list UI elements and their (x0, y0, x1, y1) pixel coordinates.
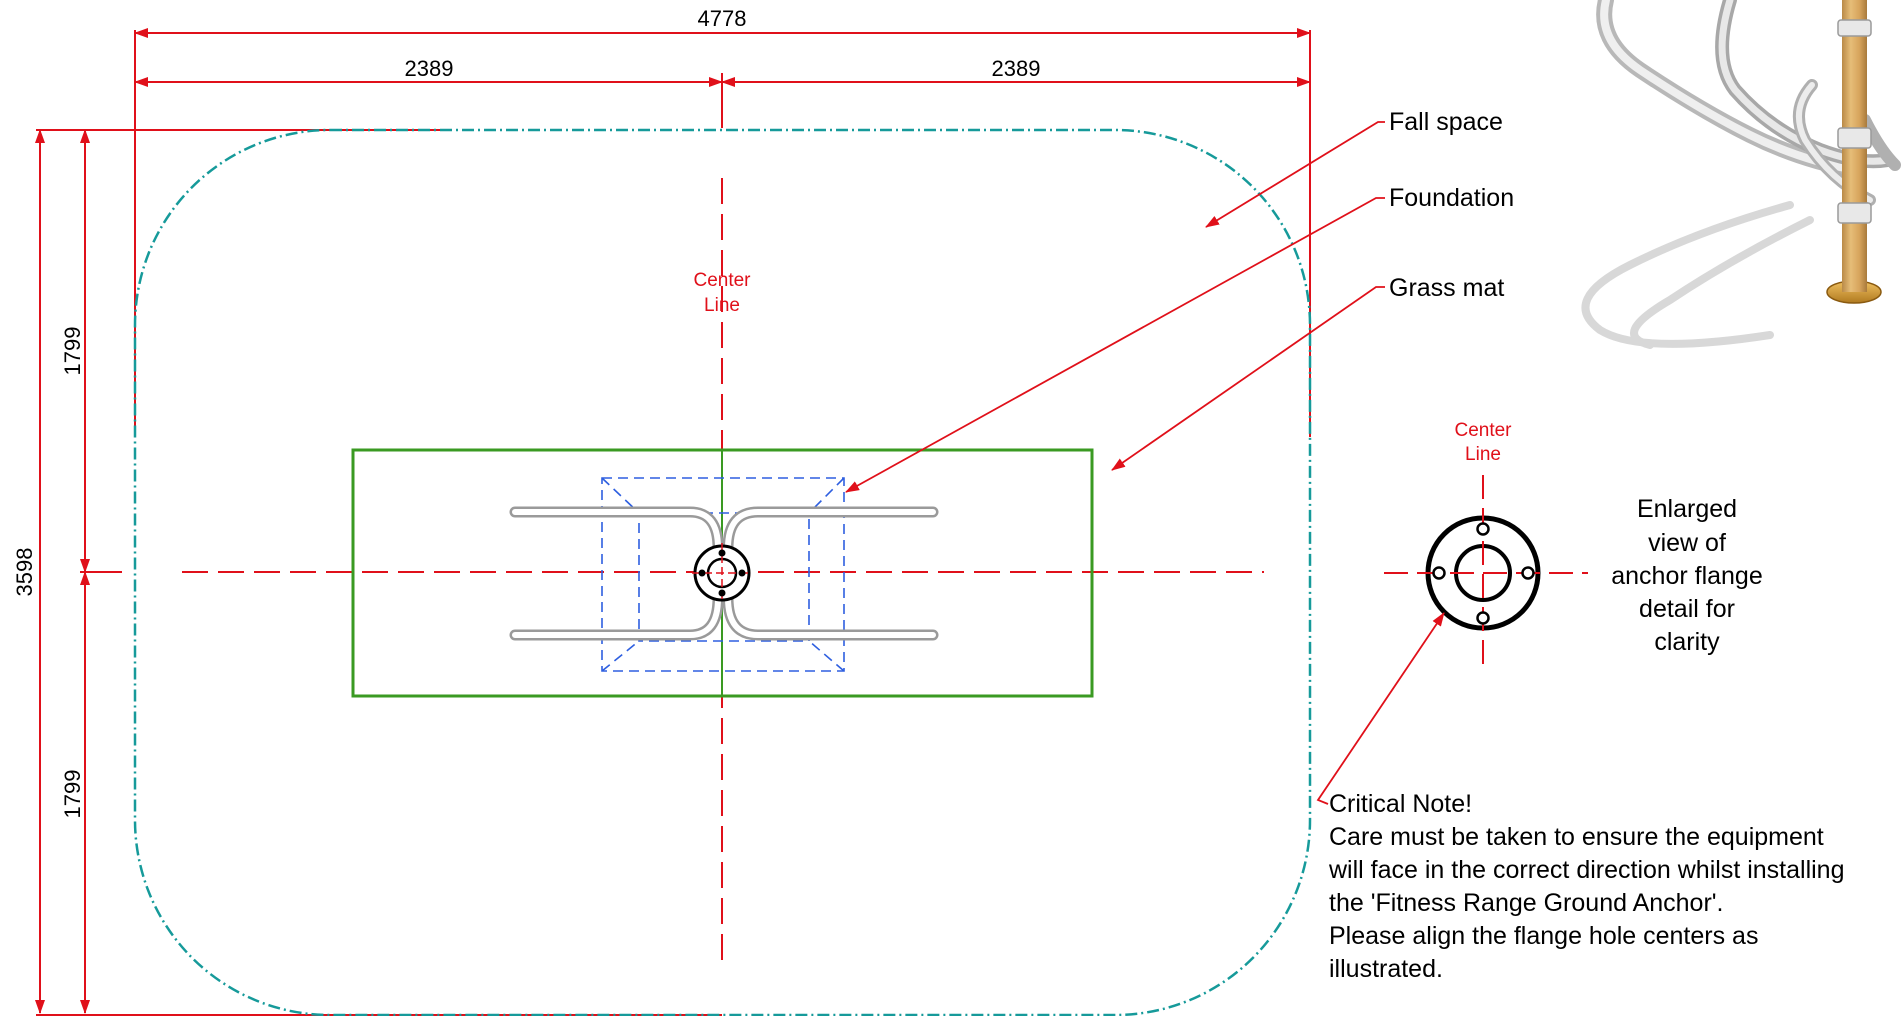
callout-foundation: Foundation (845, 184, 1514, 493)
enlarged-flange-detail: Center Line (1384, 420, 1588, 672)
detail-center-line-label-line2: Line (1465, 444, 1501, 465)
main-anchor-flange (692, 543, 752, 603)
critical-note: Critical Note! Care must be taken to ens… (1328, 790, 1845, 983)
svg-text:Care must be taken to ensure t: Care must be taken to ensure the equipme… (1329, 823, 1824, 851)
dim-overall-height-label: 3598 (12, 548, 37, 597)
callout-foundation-label: Foundation (1389, 184, 1514, 212)
center-line-label-line2: Line (704, 295, 740, 316)
dim-overall-width-label: 4778 (698, 6, 747, 31)
dimension-half-widths: 2389 2389 (134, 56, 1311, 128)
callout-grass-mat: Grass mat (1111, 274, 1504, 471)
svg-text:detail for: detail for (1639, 595, 1735, 623)
detail-center-line-label-line1: Center (1454, 420, 1512, 441)
center-line-label-line1: Center (693, 270, 751, 291)
dim-half-width-right-label: 2389 (992, 56, 1041, 81)
svg-text:Enlarged: Enlarged (1637, 495, 1737, 523)
svg-text:illustrated.: illustrated. (1329, 955, 1443, 983)
critical-note-callout (1316, 612, 1445, 805)
critical-note-title: Critical Note! (1329, 790, 1472, 818)
main-center-lines: Center Line (182, 178, 1264, 968)
equipment-3d-render (1581, 0, 1901, 349)
dim-half-width-left-label: 2389 (405, 56, 454, 81)
svg-text:Please align the flange hole c: Please align the flange hole centers as (1329, 922, 1758, 950)
svg-text:the 'Fitness Range Ground Anch: the 'Fitness Range Ground Anchor'. (1329, 889, 1724, 917)
svg-text:clarity: clarity (1654, 628, 1720, 656)
dim-half-height-bottom-label: 1799 (60, 770, 85, 819)
dimension-half-heights: 1799 1799 (60, 129, 122, 1014)
callout-fall-space-label: Fall space (1389, 108, 1503, 136)
callout-grass-mat-label: Grass mat (1389, 274, 1504, 302)
svg-text:view of: view of (1648, 529, 1726, 557)
enlarged-view-caption: Enlarged view of anchor flange detail fo… (1611, 495, 1763, 656)
svg-text:anchor flange: anchor flange (1611, 562, 1763, 590)
callout-fall-space: Fall space (1205, 108, 1503, 228)
dim-half-height-top-label: 1799 (60, 327, 85, 376)
svg-text:will face in the correct direc: will face in the correct direction whils… (1328, 856, 1845, 884)
